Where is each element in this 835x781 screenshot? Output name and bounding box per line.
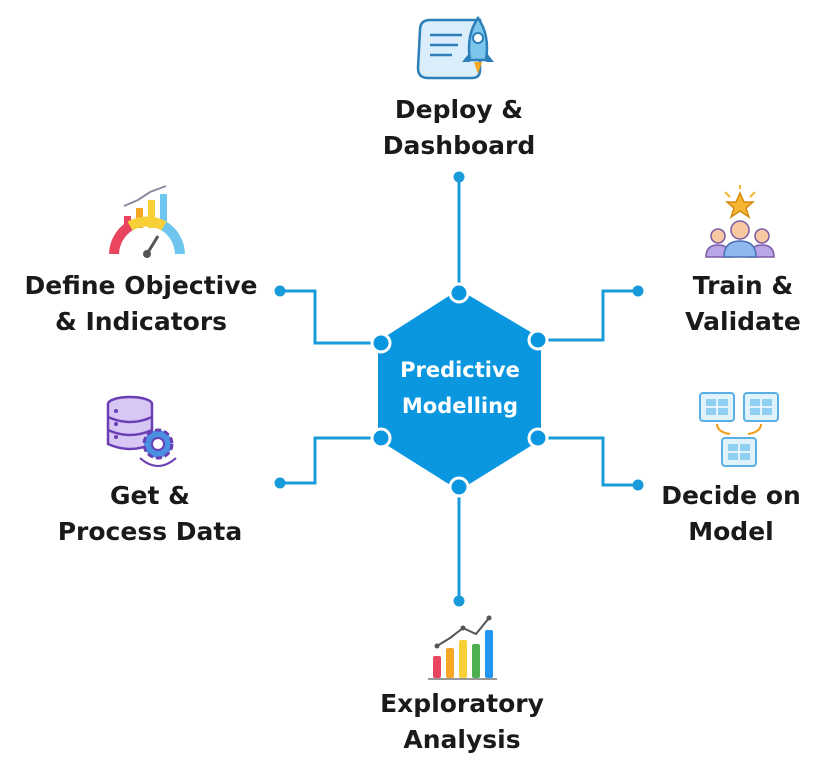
endpoint-dots — [274, 171, 644, 607]
endpoint-dot-decide — [632, 479, 644, 491]
step-label-decide: Decide on Model — [631, 478, 831, 550]
step-data-line1: Get & — [110, 481, 190, 510]
step-deploy-line1: Deploy & — [394, 95, 524, 124]
endpoint-dot-train — [632, 285, 644, 297]
team-star-icon — [705, 185, 775, 258]
rocket-document-icon — [416, 15, 494, 80]
step-objective-line2: & Indicators — [54, 307, 228, 336]
step-objective-line1: Define Objective — [24, 271, 258, 300]
vertex-dot-bottom-left — [370, 427, 392, 449]
step-deploy-line2: Dashboard — [382, 131, 536, 160]
vertex-dot-bottom-right — [527, 427, 549, 449]
vertex-dot-top-left — [370, 332, 392, 354]
hub-label-line1: Predictive — [400, 358, 520, 382]
step-explore-line1: Exploratory — [380, 689, 544, 718]
database-gear-icon — [106, 395, 177, 467]
vertex-dot-top — [448, 282, 470, 304]
step-decide-line1: Decide on — [661, 481, 801, 510]
connector-objective — [280, 289, 381, 345]
connector-data — [280, 436, 381, 485]
step-label-objective: Define Objective & Indicators — [14, 268, 268, 340]
connector-decide — [538, 436, 638, 487]
endpoint-dot-data — [274, 477, 286, 489]
hub-label: Predictive Modelling — [380, 352, 540, 424]
gauge-chart-icon — [109, 185, 185, 258]
bar-chart-trend-icon — [428, 615, 497, 680]
step-decide-line2: Model — [688, 517, 774, 546]
hub-label-line2: Modelling — [401, 394, 519, 418]
step-data-line2: Process Data — [57, 517, 243, 546]
step-label-data: Get & Process Data — [30, 478, 270, 550]
endpoint-dot-objective — [274, 285, 286, 297]
step-label-train: Train & Validate — [643, 268, 835, 340]
hub-vertex-dots — [370, 282, 549, 498]
table-merge-icon — [699, 392, 779, 467]
step-train-line1: Train & — [692, 271, 794, 300]
step-train-line2: Validate — [685, 307, 801, 336]
endpoint-dot-deploy — [453, 171, 465, 183]
vertex-dot-bottom — [448, 476, 470, 498]
vertex-dot-top-right — [527, 329, 549, 351]
connector-train — [538, 289, 638, 342]
step-label-deploy: Deploy & Dashboard — [359, 92, 559, 164]
step-explore-line2: Analysis — [403, 725, 521, 754]
connector-lines — [280, 177, 638, 601]
step-label-explore: Exploratory Analysis — [342, 686, 582, 758]
endpoint-dot-explore — [453, 595, 465, 607]
